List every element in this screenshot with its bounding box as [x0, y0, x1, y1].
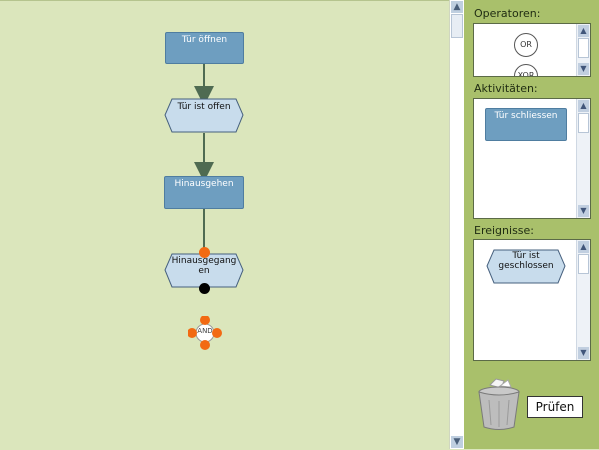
operators-scrollbar[interactable]: ▲ ▼: [576, 24, 590, 76]
scroll-thumb[interactable]: [578, 254, 589, 274]
function-label: Hinausgehen: [174, 179, 234, 189]
activity-tuer-schliessen[interactable]: Tür schliessen: [485, 108, 567, 141]
event-tuer-ist-geschlossen[interactable]: Tür ist geschlossen: [486, 249, 566, 284]
scroll-down-icon[interactable]: ▼: [578, 63, 589, 75]
operator-xor[interactable]: XOR: [514, 64, 538, 76]
event-label: Tür ist offen: [177, 102, 231, 112]
scroll-down-icon[interactable]: ▼: [578, 347, 589, 359]
scroll-up-icon[interactable]: ▲: [578, 25, 589, 37]
event-label-line-1: Tür ist: [512, 251, 540, 261]
operator-or[interactable]: OR: [514, 33, 538, 57]
event-shape: [486, 249, 566, 284]
scroll-up-icon[interactable]: ▲: [578, 241, 589, 253]
events-palette[interactable]: Tür ist geschlossen ▲ ▼: [473, 239, 591, 361]
scroll-thumb[interactable]: [451, 14, 463, 38]
event-label: Hinausgegang en: [164, 256, 244, 276]
event-label: Tür ist geschlossen: [486, 251, 566, 271]
trash-icon-graphic: [478, 378, 520, 430]
check-button[interactable]: Prüfen: [527, 396, 583, 418]
activities-label: Aktivitäten:: [474, 82, 538, 95]
event-shape: [164, 98, 244, 133]
connection-handle-top[interactable]: [199, 247, 210, 258]
scroll-up-icon[interactable]: ▲: [578, 100, 589, 112]
activities-scrollbar[interactable]: ▲ ▼: [576, 99, 590, 218]
scroll-up-icon[interactable]: ▲: [451, 1, 463, 13]
and-operator-label: AND: [197, 327, 213, 335]
trash-icon[interactable]: [476, 376, 522, 432]
activity-label: Tür schliessen: [494, 111, 558, 121]
events-label: Ereignisse:: [474, 224, 535, 237]
and-operator-node[interactable]: AND: [188, 316, 222, 350]
event-shape: [164, 253, 244, 288]
connection-handle-bottom[interactable]: [199, 283, 210, 294]
scroll-thumb[interactable]: [578, 38, 589, 58]
scroll-down-icon[interactable]: ▼: [451, 436, 463, 448]
events-scrollbar[interactable]: ▲ ▼: [576, 240, 590, 360]
modeling-canvas[interactable]: Tür öffnen Tür ist offen Hinausgehen Hin…: [0, 0, 449, 449]
canvas-vertical-scrollbar[interactable]: ▲ ▼: [449, 0, 464, 449]
function-label: Tür öffnen: [181, 35, 228, 45]
event-label-line-2: geschlossen: [498, 261, 554, 271]
function-node-tuer-oeffnen[interactable]: Tür öffnen: [165, 32, 244, 64]
event-label-line-1: Hinausgegang: [171, 256, 237, 266]
operators-label: Operatoren:: [474, 7, 541, 20]
and-operator-shape: [188, 316, 222, 350]
event-node-hinausgegangen[interactable]: Hinausgegang en: [164, 253, 244, 288]
activities-palette[interactable]: Tür schliessen ▲ ▼: [473, 98, 591, 219]
function-node-hinausgehen[interactable]: Hinausgehen: [164, 176, 244, 209]
scroll-thumb[interactable]: [578, 113, 589, 133]
connector-lines: [194, 64, 214, 249]
scroll-down-icon[interactable]: ▼: [578, 205, 589, 217]
event-node-tuer-ist-offen[interactable]: Tür ist offen: [164, 98, 244, 133]
event-label-line-2: en: [198, 266, 210, 276]
operators-palette[interactable]: OR XOR ▲ ▼: [473, 23, 591, 77]
